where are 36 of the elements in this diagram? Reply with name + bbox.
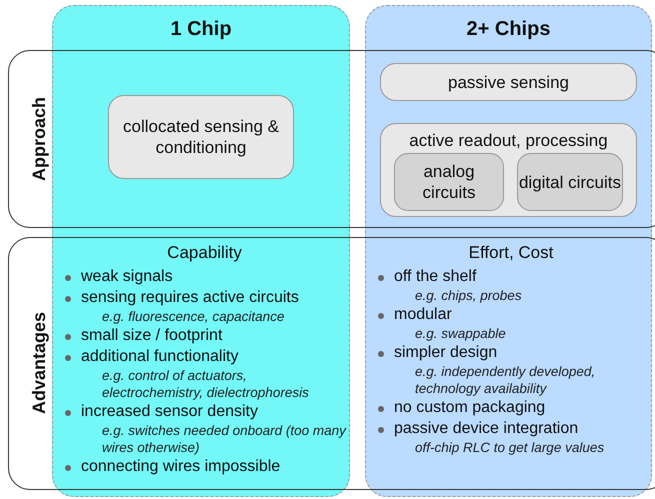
band-heading: Advantages bbox=[29, 312, 50, 415]
box-text: digital circuits bbox=[518, 172, 622, 192]
box-text: active readout, processing bbox=[409, 130, 608, 151]
box-text: collocated sensing & conditioning bbox=[122, 116, 280, 158]
process-box bbox=[394, 153, 504, 211]
column-band bbox=[52, 5, 350, 497]
bullet-item: connecting wires impossible bbox=[62, 457, 347, 477]
box-text: analog circuits bbox=[422, 161, 476, 203]
bullet-item: passive device integration bbox=[375, 419, 647, 439]
example-note: e.g. control of actuators, electrochemistry, dielectrophoresis bbox=[101, 367, 310, 401]
section-heading: Capability bbox=[166, 243, 243, 263]
example-note: e.g. switches needed onboard (too many wires otherwise) bbox=[101, 422, 347, 456]
example-note: e.g. fluorescence, capacitance bbox=[101, 308, 286, 325]
example-note: e.g. chips, probes bbox=[414, 287, 523, 304]
process-box bbox=[108, 95, 294, 179]
group-box bbox=[380, 123, 637, 217]
example-note: off-chip RLC to get large values bbox=[414, 439, 606, 456]
bullet-item: simpler design bbox=[375, 343, 647, 363]
process-box bbox=[517, 153, 623, 211]
band-heading: Approach bbox=[29, 96, 50, 181]
example-note: e.g. independently developed, technology availability bbox=[414, 363, 596, 397]
example-note: e.g. swappable bbox=[414, 325, 507, 342]
row-band bbox=[8, 237, 655, 490]
box-text: passive sensing bbox=[448, 72, 569, 92]
bullet-item: off the shelf bbox=[375, 267, 647, 287]
bullet-item: modular bbox=[375, 305, 647, 325]
bullet-item: weak signals bbox=[62, 267, 347, 287]
bullet-item: additional functionality bbox=[62, 347, 347, 367]
band-heading: 2+ Chips bbox=[466, 18, 550, 41]
bullet-item: increased sensor density bbox=[62, 402, 347, 422]
bullet-item: small size / footprint bbox=[62, 326, 347, 346]
process-box bbox=[380, 63, 637, 101]
bullet-item: no custom packaging bbox=[375, 398, 647, 418]
section-heading: Effort, Cost bbox=[468, 243, 554, 263]
band-heading: 1 Chip bbox=[170, 18, 232, 41]
bullet-item: sensing requires active circuits bbox=[62, 288, 347, 308]
